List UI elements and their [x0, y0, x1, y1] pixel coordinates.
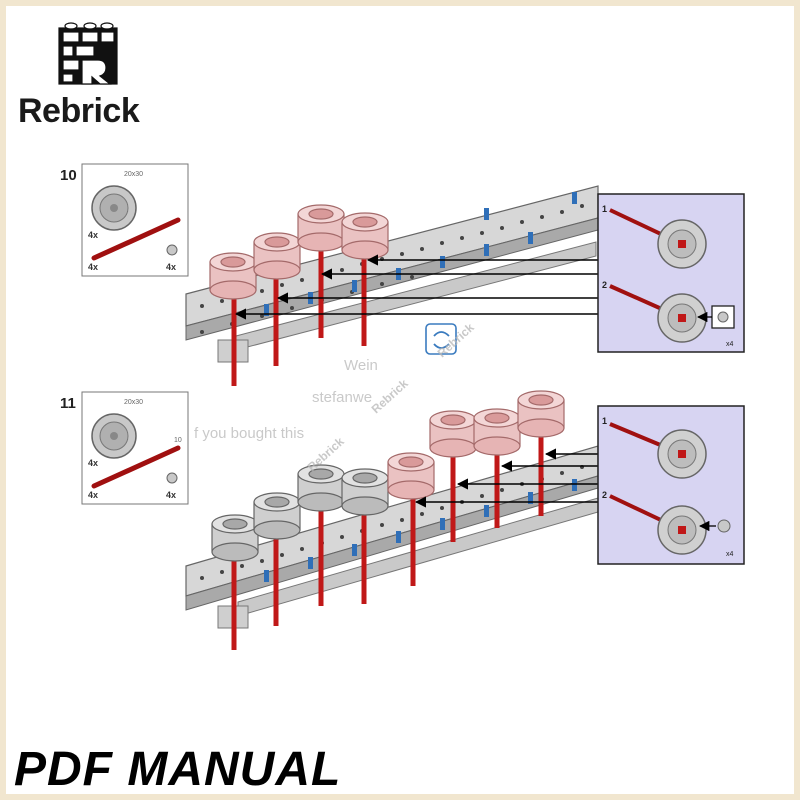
svg-text:Rebrick: Rebrick — [369, 376, 411, 416]
axle-qty: 4x — [88, 262, 98, 272]
wheel — [298, 465, 344, 511]
instruction-page: Rebrick 10 20x30 4x 4x 4x — [6, 6, 794, 794]
step-11: 11 20x30 4x 10 4x 4x — [60, 391, 744, 650]
step-10: 10 20x30 4x 4x 4x — [60, 164, 744, 386]
step-11-parts-list: 20x30 4x 10 4x 4x — [82, 392, 188, 504]
wheel-qty: 4x — [88, 230, 98, 240]
ghost-wheel — [430, 411, 476, 457]
pin-qty: 4x — [166, 490, 176, 500]
step-10-parts-list: 20x30 4x 4x 4x — [82, 164, 188, 276]
callout-multiplier: x4 — [726, 551, 734, 558]
pin-qty: 4x — [166, 262, 176, 272]
ghost-wheel — [298, 205, 344, 251]
substep-2-label: 2 — [602, 280, 607, 290]
pin-icon — [167, 245, 177, 255]
step-11-number: 11 — [60, 395, 76, 412]
step-10-number: 10 — [60, 167, 77, 184]
axle-length: 10 — [174, 437, 182, 444]
step-10-callout: 1 2 x4 — [598, 194, 744, 352]
step-11-callout: 1 2 x4 — [598, 406, 744, 564]
wheel-size-label: 20x30 — [124, 399, 143, 406]
ghost-wheel — [518, 391, 564, 437]
wheel — [212, 515, 258, 561]
axle-qty: 4x — [88, 490, 98, 500]
wheel-qty: 4x — [88, 458, 98, 468]
wheel — [342, 469, 388, 515]
ghost-wheel — [254, 233, 300, 279]
substep-1-label: 1 — [602, 204, 607, 214]
svg-text:Wein: Wein — [344, 357, 378, 374]
wheel — [254, 493, 300, 539]
ghost-wheel — [342, 213, 388, 259]
svg-text:f you bought this: f you bought this — [194, 425, 304, 442]
ghost-wheel — [210, 253, 256, 299]
substep-1-label: 1 — [602, 416, 607, 426]
callout-multiplier: x4 — [726, 341, 734, 348]
wheel-size-label: 20x30 — [124, 171, 143, 178]
ghost-wheel — [474, 409, 520, 455]
instruction-illustration: 10 20x30 4x 4x 4x — [6, 6, 794, 794]
svg-text:stefanwe: stefanwe — [312, 389, 372, 406]
footer-title: PDF MANUAL — [14, 742, 341, 794]
ghost-wheel — [388, 453, 434, 499]
substep-2-label: 2 — [602, 490, 607, 500]
pin-icon — [167, 473, 177, 483]
